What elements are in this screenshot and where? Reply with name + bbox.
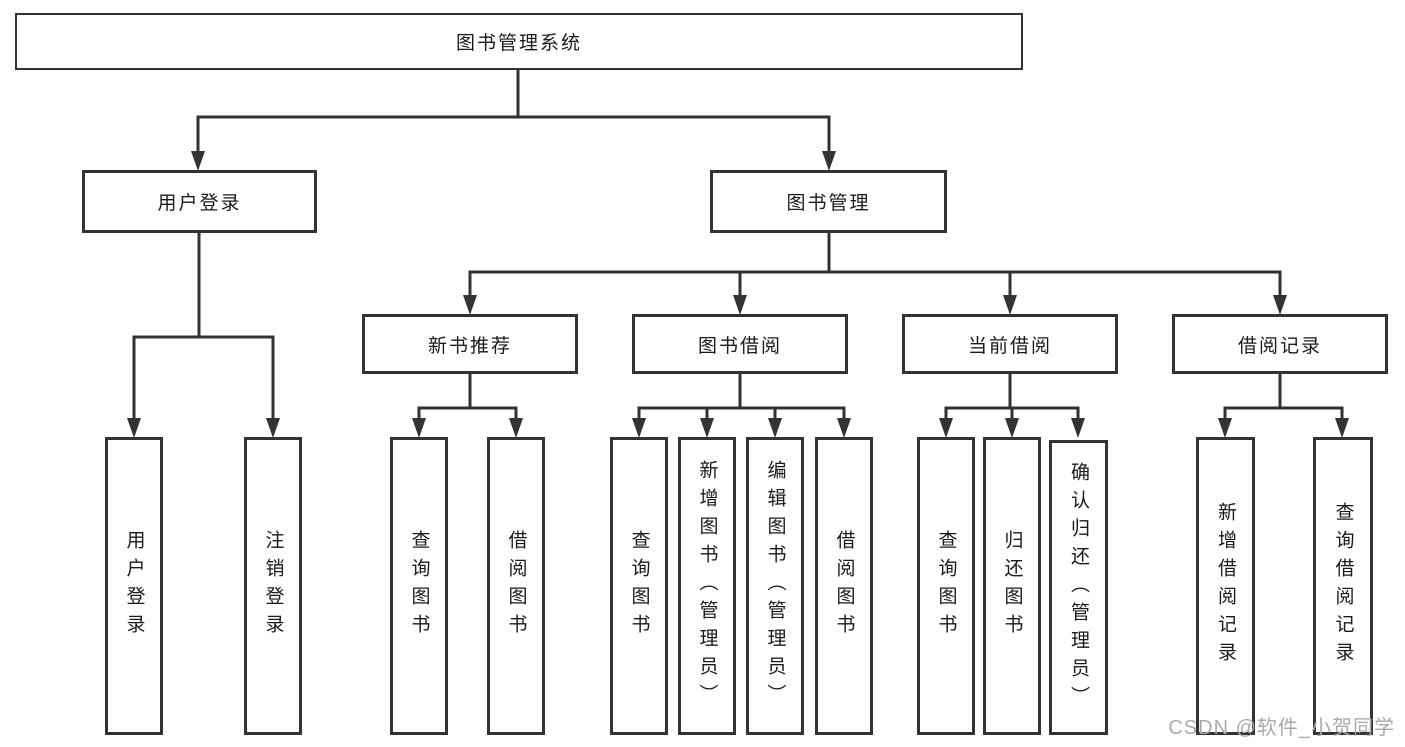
watermark-text: CSDN @软件_小贺同学 bbox=[1168, 717, 1395, 739]
leaf-add-borrow-record-label: 新增借阅记录 bbox=[1215, 502, 1236, 670]
leaf-query-borrow-record: 查询借阅记录 bbox=[1313, 437, 1373, 735]
leaf-current-query-books: 查询图书 bbox=[917, 437, 975, 735]
arrowheads bbox=[127, 151, 1349, 438]
leaf-borrow-query-books-label: 查询图书 bbox=[628, 530, 650, 642]
leaf-borrow-query-books: 查询图书 bbox=[610, 437, 668, 735]
leaf-return-books: 归还图书 bbox=[983, 437, 1041, 735]
node-new-book-recommend: 新书推荐 bbox=[362, 314, 578, 374]
node-new-book-recommend-label: 新书推荐 bbox=[427, 335, 512, 357]
node-user-login: 用户登录 bbox=[82, 170, 317, 233]
leaf-borrow-books: 借阅图书 bbox=[815, 437, 873, 735]
node-book-borrowing-label: 图书借阅 bbox=[697, 335, 782, 357]
leaf-current-query-books-label: 查询图书 bbox=[935, 530, 957, 642]
leaf-user-login-label: 用户登录 bbox=[123, 530, 145, 642]
leaf-return-books-label: 归还图书 bbox=[1001, 530, 1023, 642]
node-book-borrowing: 图书借阅 bbox=[632, 314, 848, 374]
leaf-add-borrow-record: 新增借阅记录 bbox=[1196, 437, 1255, 735]
leaf-confirm-return-admin: 确认归还（管理员） bbox=[1049, 440, 1108, 735]
node-book-management-label: 图书管理 bbox=[786, 193, 871, 214]
leaf-newbook-query-books: 查询图书 bbox=[390, 437, 448, 735]
node-root-label: 图书管理系统 bbox=[455, 33, 582, 54]
node-borrowing-records: 借阅记录 bbox=[1172, 314, 1388, 374]
leaf-user-login: 用户登录 bbox=[105, 437, 163, 735]
leaf-newbook-borrow-books-label: 借阅图书 bbox=[505, 530, 527, 642]
leaf-newbook-borrow-books: 借阅图书 bbox=[487, 437, 545, 735]
node-user-login-label: 用户登录 bbox=[157, 193, 242, 214]
leaf-newbook-query-books-label: 查询图书 bbox=[408, 530, 430, 642]
leaf-edit-books-admin: 编辑图书（管理员） bbox=[746, 437, 804, 735]
leaf-borrow-books-label: 借阅图书 bbox=[833, 530, 855, 642]
leaf-add-books-admin: 新增图书（管理员） bbox=[678, 437, 736, 735]
leaf-logout-label: 注销登录 bbox=[262, 530, 284, 642]
leaf-confirm-return-admin-label: 确认归还（管理员） bbox=[1068, 461, 1089, 714]
node-borrowing-records-label: 借阅记录 bbox=[1237, 335, 1322, 357]
node-library-management-system: 图书管理系统 bbox=[15, 13, 1023, 70]
node-current-borrowing: 当前借阅 bbox=[902, 314, 1118, 374]
leaf-add-books-admin-label: 新增图书（管理员） bbox=[696, 460, 718, 712]
leaf-edit-books-admin-label: 编辑图书（管理员） bbox=[764, 460, 786, 712]
node-current-borrowing-label: 当前借阅 bbox=[967, 335, 1052, 357]
leaf-logout: 注销登录 bbox=[244, 437, 302, 735]
node-book-management: 图书管理 bbox=[710, 170, 947, 233]
leaf-query-borrow-record-label: 查询借阅记录 bbox=[1332, 502, 1354, 670]
